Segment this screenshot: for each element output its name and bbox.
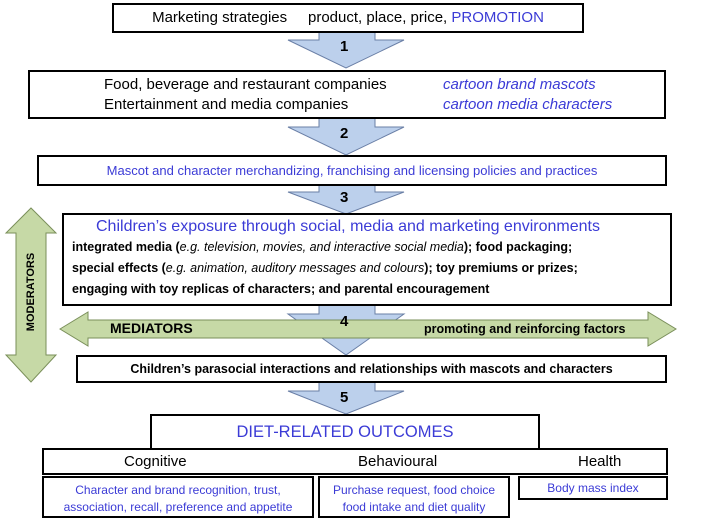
exposure-title: Children’s exposure through social, medi… [96, 218, 600, 235]
parasocial-box: Children’s parasocial interactions and r… [76, 355, 667, 383]
behavioural-line-1: Purchase request, food choice [332, 483, 496, 497]
step-number-5: 5 [340, 389, 349, 406]
cognitive-line-1: Character and brand recognition, trust, [75, 483, 281, 497]
outcomes-category-row: Cognitive Behavioural Health [42, 448, 668, 475]
behavioural-line-2: food intake and diet quality [342, 500, 486, 514]
moderators-label: MODERATORS [25, 252, 37, 332]
merchandizing-box: Mascot and character merchandizing, fran… [37, 155, 667, 186]
exposure-line-2: special effects (e.g. animation, auditor… [72, 261, 578, 275]
category-cognitive: Cognitive [124, 453, 187, 470]
marketing-mix-items: product, place, price, [307, 9, 448, 26]
mediators-note: promoting and reinforcing factors [424, 322, 626, 336]
step-number-1: 1 [340, 38, 349, 55]
cognitive-outcomes-box: Character and brand recognition, trust, … [42, 476, 314, 518]
exposure-box: Children’s exposure through social, medi… [62, 213, 672, 306]
brand-mascots-label: cartoon brand mascots [443, 76, 596, 93]
step-number-3: 3 [340, 189, 349, 206]
health-outcomes-box: Body mass index [518, 476, 668, 500]
promotion-label: PROMOTION [451, 9, 544, 26]
behavioural-outcomes-box: Purchase request, food choice food intak… [318, 476, 510, 518]
food-companies-label: Food, beverage and restaurant companies [104, 76, 387, 93]
category-health: Health [578, 453, 622, 470]
media-characters-label: cartoon media characters [443, 96, 613, 113]
marketing-strategies-label: Marketing strategies [152, 9, 288, 26]
step-number-2: 2 [340, 125, 349, 142]
outcomes-title-box: DIET-RELATED OUTCOMES [150, 414, 540, 450]
cognitive-line-2: association, recall, preference and appe… [63, 500, 293, 514]
exposure-line-3: engaging with toy replicas of characters… [72, 282, 490, 296]
entertainment-companies-label: Entertainment and media companies [104, 96, 349, 113]
marketing-strategies-box: Marketing strategies product, place, pri… [112, 3, 584, 33]
moderators-arrow [4, 207, 58, 383]
step-number-4: 4 [340, 313, 349, 330]
mediators-arrow [59, 311, 677, 347]
companies-box: Food, beverage and restaurant companies … [28, 70, 666, 119]
mediators-label: MEDIATORS [110, 320, 193, 336]
exposure-line-1: integrated media (e.g. television, movie… [72, 240, 573, 254]
category-behavioural: Behavioural [358, 453, 438, 470]
